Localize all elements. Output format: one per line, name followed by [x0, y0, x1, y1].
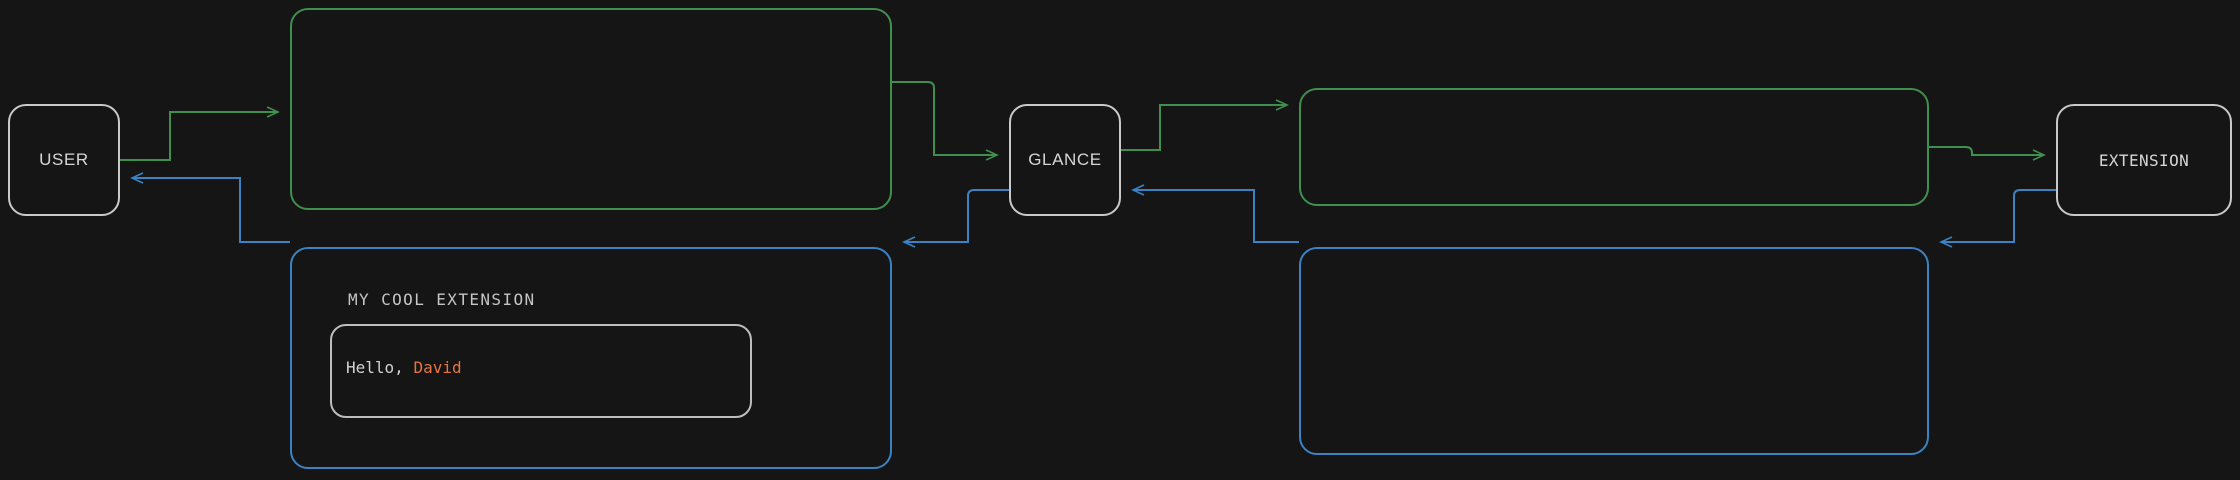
arrow-get-to-extension: [1929, 146, 2046, 161]
arrow-glance-to-get: [1121, 99, 1289, 151]
panel-http-response: [1299, 247, 1929, 455]
arrow-yaml-to-glance: [892, 81, 999, 161]
arrow-glance-to-widget: [902, 189, 1009, 248]
panel-get-request: [1299, 88, 1929, 206]
rendered-widget-title: MY COOL EXTENSION: [348, 290, 536, 309]
arrow-extension-to-response: [1939, 189, 2056, 248]
arrow-user-to-yaml: [120, 106, 280, 161]
panel-yaml-config: [290, 8, 892, 210]
rendered-widget-content-box: [330, 324, 752, 418]
rendered-widget-body: Hello, David: [346, 358, 462, 377]
node-glance-label: GLANCE: [1028, 150, 1102, 169]
arrow-response-to-glance: [1131, 184, 1299, 243]
node-extension[interactable]: EXTENSION: [2056, 104, 2232, 216]
rendered-widget-body-prefix: Hello,: [346, 358, 414, 377]
node-extension-label: EXTENSION: [2098, 150, 2190, 170]
node-user-label: USER: [39, 150, 89, 169]
rendered-widget-body-accent: David: [413, 358, 462, 377]
node-glance[interactable]: GLANCE: [1009, 104, 1121, 216]
node-user[interactable]: USER: [8, 104, 120, 216]
arrow-widget-to-user: [130, 172, 290, 243]
